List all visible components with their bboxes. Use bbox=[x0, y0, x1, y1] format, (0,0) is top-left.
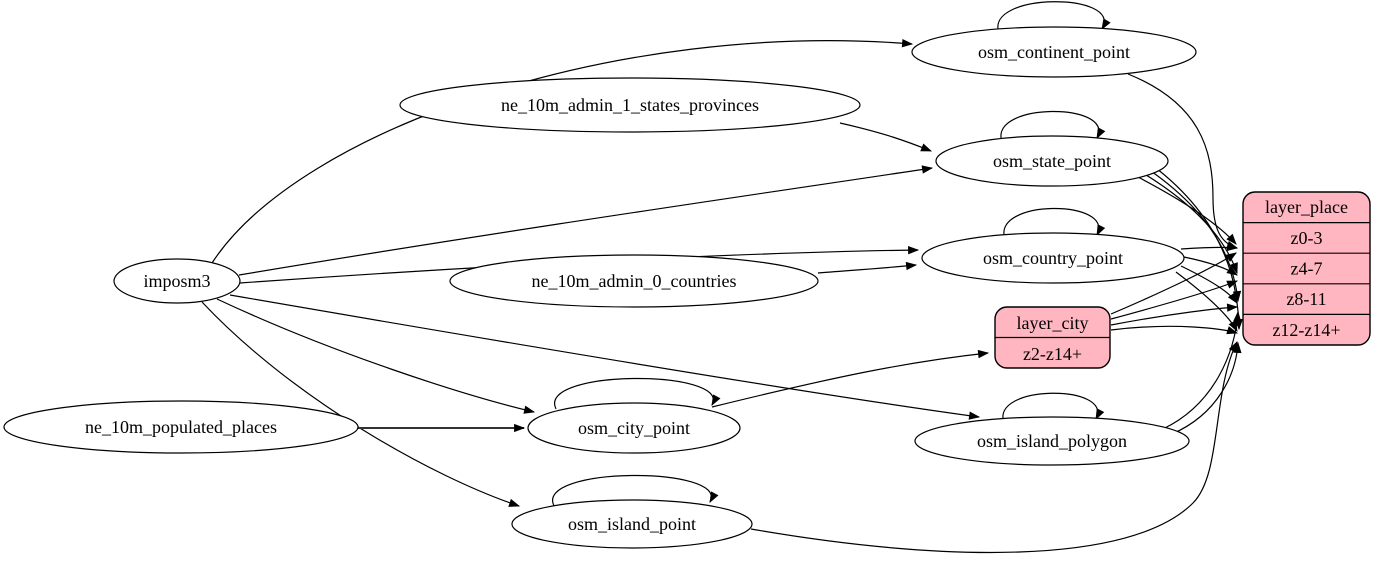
node-ne-10m-populated-places: ne_10m_populated_places bbox=[3, 400, 359, 454]
record-layer-city: layer_city z2-z14+ bbox=[994, 306, 1111, 369]
record-layer-place-row-z4-7: z4-7 bbox=[1291, 259, 1323, 279]
node-osm-island-point-label: osm_island_point bbox=[568, 514, 696, 534]
node-osm-continent-point: osm_continent_point bbox=[911, 26, 1197, 78]
node-osm-country-point-label: osm_country_point bbox=[983, 248, 1123, 268]
node-osm-country-point-shape bbox=[921, 232, 1185, 284]
node-osm-island-point-shape bbox=[511, 499, 753, 549]
self-loop-osm-continent-point bbox=[997, 1, 1111, 34]
edge-osm-island-polygon-to-z8-11 bbox=[1162, 310, 1242, 430]
record-layer-place-row-z0-3: z0-3 bbox=[1291, 228, 1323, 248]
edge-osm-country-point-to-z8-11 bbox=[1180, 265, 1238, 304]
node-ne-10m-populated-places-shape bbox=[3, 400, 359, 454]
node-osm-continent-point-shape bbox=[911, 26, 1197, 78]
node-ne-10m-admin-0-shape bbox=[449, 254, 819, 308]
node-imposm3-label: imposm3 bbox=[143, 271, 210, 291]
edge-osm-state-point-to-z0-3 bbox=[1137, 176, 1237, 245]
node-osm-state-point-shape bbox=[935, 135, 1169, 187]
edge-osm-country-point-to-z4-7 bbox=[1183, 256, 1238, 276]
edge-layer-city-to-z4-7 bbox=[1110, 280, 1239, 320]
record-layer-place-title: layer_place bbox=[1265, 197, 1348, 217]
edge-imposm3-to-osm-continent-point bbox=[211, 39, 914, 264]
node-osm-continent-point-label: osm_continent_point bbox=[978, 42, 1130, 62]
edge-osm-city-point-to-layer-city bbox=[711, 349, 990, 408]
node-osm-state-point-label: osm_state_point bbox=[993, 151, 1111, 171]
node-ne-10m-admin-0-label: ne_10m_admin_0_countries bbox=[532, 271, 737, 291]
self-loop-osm-state-point bbox=[1000, 110, 1106, 143]
node-ne-10m-populated-places-label: ne_10m_populated_places bbox=[85, 417, 277, 437]
edge-layer-city-to-z0-3 bbox=[1110, 252, 1237, 315]
node-osm-island-polygon-label: osm_island_polygon bbox=[977, 431, 1127, 451]
node-osm-island-polygon: osm_island_polygon bbox=[914, 416, 1190, 466]
edge-imposm3-to-osm-state-point bbox=[238, 165, 934, 276]
edge-osm-country-point-to-z0-3 bbox=[1180, 242, 1239, 252]
edge-layer-city-to-z12-z14 bbox=[1110, 325, 1239, 335]
edge-ne-10m-admin-1-to-osm-state-point bbox=[839, 122, 933, 152]
node-osm-country-point: osm_country_point bbox=[921, 232, 1185, 284]
record-layer-city-row-z2-z14: z2-z14+ bbox=[1023, 344, 1082, 364]
node-imposm3: imposm3 bbox=[113, 258, 241, 304]
self-loop-osm-country-point bbox=[1003, 207, 1106, 240]
node-osm-state-point: osm_state_point bbox=[935, 135, 1169, 187]
record-layer-place: layer_place z0-3 z4-7 z8-11 z12-z14+ bbox=[1242, 191, 1371, 346]
record-layer-city-title: layer_city bbox=[1017, 313, 1089, 333]
node-osm-city-point: osm_city_point bbox=[527, 402, 741, 454]
self-loop-osm-city-point bbox=[554, 377, 721, 410]
node-osm-city-point-shape bbox=[527, 402, 741, 454]
edge-layer bbox=[201, 1, 1243, 554]
node-ne-10m-admin-1-label: ne_10m_admin_1_states_provinces bbox=[501, 95, 759, 115]
node-osm-island-point: osm_island_point bbox=[511, 499, 753, 549]
record-layer-place-row-z12-z14: z12-z14+ bbox=[1272, 320, 1340, 340]
edge-osm-state-point-to-z8-11 bbox=[1147, 168, 1242, 303]
self-loop-osm-island-point bbox=[552, 474, 719, 507]
edge-layer-city-to-z8-11 bbox=[1110, 303, 1239, 326]
node-imposm3-shape bbox=[113, 258, 241, 304]
edge-ne-10m-admin-0-to-osm-country-point bbox=[817, 261, 918, 274]
node-osm-island-polygon-shape bbox=[914, 416, 1190, 466]
edge-imposm3-to-osm-city-point bbox=[216, 298, 536, 414]
record-layer-place-row-z8-11: z8-11 bbox=[1286, 289, 1326, 309]
node-ne-10m-admin-1-shape bbox=[399, 77, 861, 133]
self-loop-osm-island-polygon bbox=[1002, 392, 1105, 424]
record-layer-place-shape bbox=[1242, 191, 1371, 346]
node-ne-10m-admin-0-countries: ne_10m_admin_0_countries bbox=[449, 254, 819, 308]
node-ne-10m-admin-1-states-provinces: ne_10m_admin_1_states_provinces bbox=[399, 77, 861, 133]
edge-osm-continent-point-to-z0-3 bbox=[1127, 73, 1239, 250]
edge-imposm3-to-osm-island-point bbox=[201, 301, 521, 507]
edge-osm-island-polygon-to-z12-z14 bbox=[1171, 341, 1242, 435]
edge-osm-island-point-to-z12-z14 bbox=[750, 341, 1238, 554]
node-osm-city-point-label: osm_city_point bbox=[578, 418, 690, 438]
edge-imposm3-to-osm-island-polygon bbox=[229, 294, 981, 420]
